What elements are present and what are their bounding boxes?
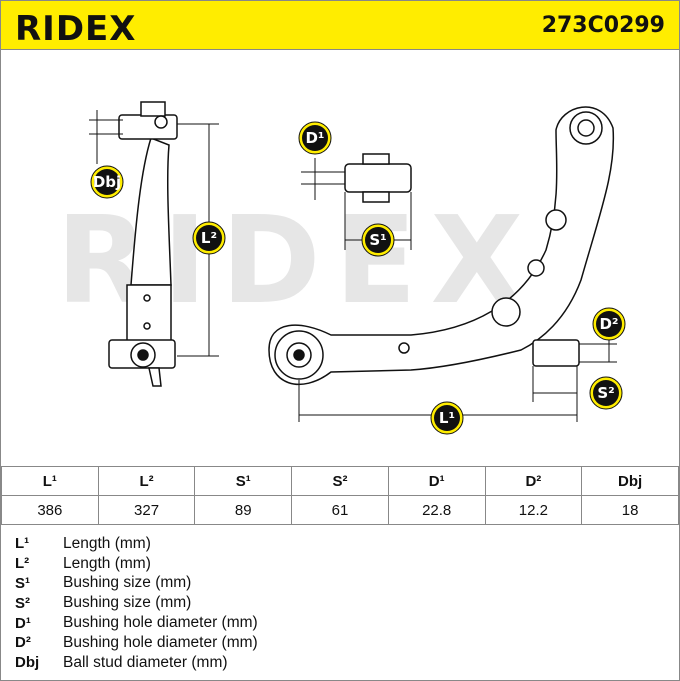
dbj-dimension	[89, 110, 123, 164]
side-arm-lower	[126, 284, 172, 346]
svg-text:D¹: D¹	[305, 129, 324, 147]
badge-d1: D¹	[298, 121, 332, 155]
spec-value: 89	[194, 495, 293, 525]
svg-text:S¹: S¹	[369, 231, 386, 249]
side-arm-body	[130, 137, 172, 286]
legend-item: L¹ Length (mm)	[15, 534, 258, 554]
legend-item: L² Length (mm)	[15, 554, 258, 574]
badge-dbj: Dbj	[90, 165, 124, 199]
badge-l2: L²	[192, 221, 226, 255]
legend-key: S²	[15, 594, 30, 612]
legend-item: Dbj Ball stud diameter (mm)	[15, 653, 258, 673]
legend-text: Bushing size (mm)	[63, 594, 192, 612]
svg-text:L²: L²	[201, 229, 217, 247]
bushing-detail	[344, 153, 412, 203]
spec-header: L²	[97, 466, 196, 496]
legend-item: S¹ Bushing size (mm)	[15, 574, 258, 594]
spec-header: L¹	[1, 466, 99, 496]
badge-l1: L¹	[430, 401, 464, 435]
bushing-bottom-tab	[362, 191, 390, 203]
badge-s1: S¹	[361, 223, 395, 257]
legend-key: S¹	[15, 574, 30, 592]
side-rivet-2	[143, 322, 151, 330]
bushing-body	[344, 163, 412, 193]
legend-text: Length (mm)	[63, 554, 151, 572]
badge-d2: D²	[592, 307, 626, 341]
ball-joint-hole	[577, 119, 595, 137]
svg-text:L¹: L¹	[439, 409, 455, 427]
ball-joint	[118, 114, 178, 140]
legend-key: Dbj	[15, 654, 40, 672]
spec-value: 386	[1, 495, 99, 525]
brand-logo: RIDEX	[15, 9, 137, 49]
mount-hole-1	[545, 209, 567, 231]
spec-header: D²	[484, 466, 583, 496]
legend-key: D¹	[15, 614, 31, 632]
control-arm-body	[268, 106, 615, 386]
rivet-hole	[398, 342, 410, 354]
legend-text: Ball stud diameter (mm)	[63, 653, 228, 671]
rear-bushing	[532, 339, 580, 367]
badge-s2: S²	[589, 376, 623, 410]
bushing-top-tab	[362, 153, 390, 165]
side-tab	[148, 367, 162, 387]
mount-hole-3	[491, 297, 521, 327]
ball-joint-stud	[140, 101, 166, 117]
control-arm-diagram: RIDEX	[56, 101, 626, 435]
legend-item: D¹ Bushing hole diameter (mm)	[15, 613, 258, 633]
svg-text:Dbj: Dbj	[93, 173, 121, 191]
spec-value: 327	[97, 495, 196, 525]
header-bar: RIDEX 273C0299	[1, 1, 679, 50]
spec-header-row: L¹ L² S¹ S² D¹ D² Dbj	[1, 466, 679, 496]
technical-drawing: RIDEX	[1, 50, 679, 466]
svg-text:D²: D²	[599, 315, 618, 333]
spec-value: 18	[581, 495, 679, 525]
top-view	[268, 106, 615, 386]
side-rivet-1	[143, 294, 151, 302]
ball-joint-nut	[154, 115, 168, 129]
spec-header: Dbj	[581, 466, 679, 496]
spec-value: 61	[291, 495, 389, 525]
legend-text: Length (mm)	[63, 534, 151, 552]
side-view	[108, 101, 178, 387]
spec-header: S¹	[194, 466, 293, 496]
svg-text:S²: S²	[597, 384, 614, 402]
front-bushing-hole	[293, 349, 305, 361]
legend-text: Bushing hole diameter (mm)	[63, 633, 258, 651]
mount-hole-2	[527, 259, 545, 277]
legend-item: D² Bushing hole diameter (mm)	[15, 633, 258, 653]
spec-header: S²	[291, 466, 389, 496]
spec-value-row: 386 327 89 61 22.8 12.2 18	[1, 495, 679, 525]
spec-header: D¹	[387, 466, 486, 496]
legend-key: L¹	[15, 535, 30, 553]
legend: L¹ Length (mm) L² Length (mm) S¹ Bushing si…	[15, 534, 258, 673]
spec-value: 22.8	[387, 495, 486, 525]
legend-text: Bushing size (mm)	[63, 574, 192, 592]
spec-value: 12.2	[484, 495, 583, 525]
legend-item: S² Bushing size (mm)	[15, 593, 258, 613]
part-number: 273C0299	[541, 13, 665, 38]
spec-table: L¹ L² S¹ S² D¹ D² Dbj 386 327 89 61 22.8…	[1, 466, 679, 525]
legend-key: D²	[15, 634, 31, 652]
legend-text: Bushing hole diameter (mm)	[63, 614, 258, 632]
legend-key: L²	[15, 555, 30, 573]
side-bushing-hole	[137, 349, 149, 361]
